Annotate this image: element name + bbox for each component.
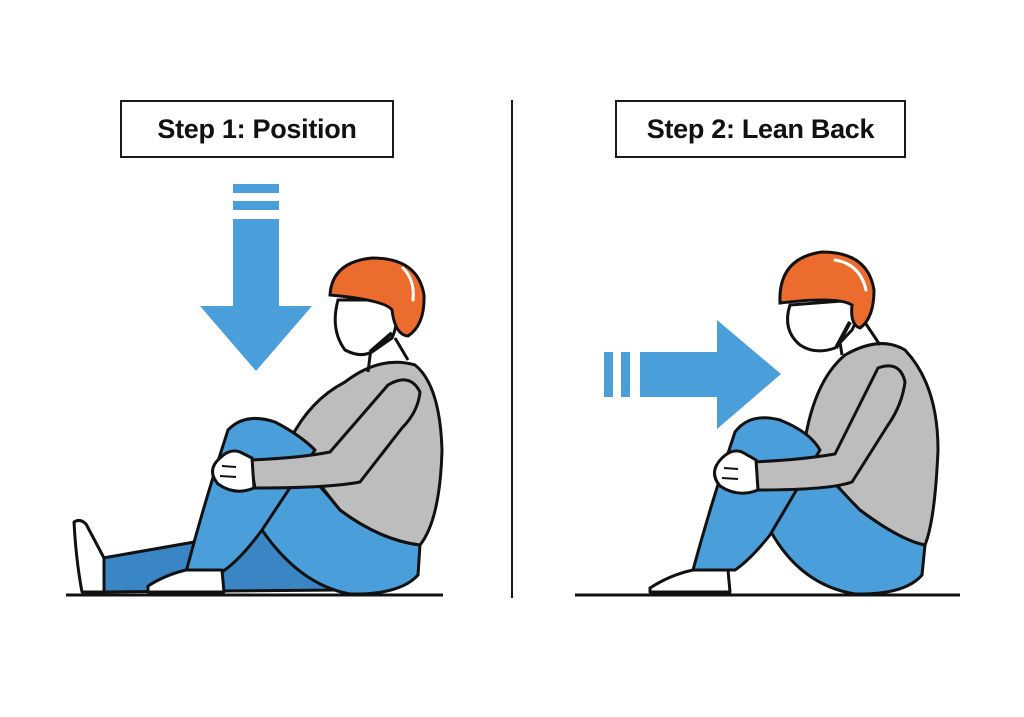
foot-icon [72, 518, 106, 594]
hand-icon [211, 449, 256, 493]
helmet-icon [328, 256, 426, 338]
arm [248, 378, 422, 490]
bent-leg [648, 416, 822, 594]
step-1-label: Step 1: Position [120, 100, 394, 158]
panel-divider [511, 100, 513, 598]
helmet-icon [778, 250, 876, 330]
face [333, 298, 399, 357]
foot-icon [146, 568, 226, 594]
arrow-down-icon [200, 184, 312, 371]
step-2-label: Step 2: Lean Back [615, 100, 906, 158]
arm [750, 364, 907, 492]
foot-icon [648, 568, 732, 594]
step-1-illustration [66, 184, 444, 597]
step-2-illustration [575, 250, 960, 597]
arrow-right-icon [604, 320, 781, 429]
hand-icon [713, 449, 760, 495]
